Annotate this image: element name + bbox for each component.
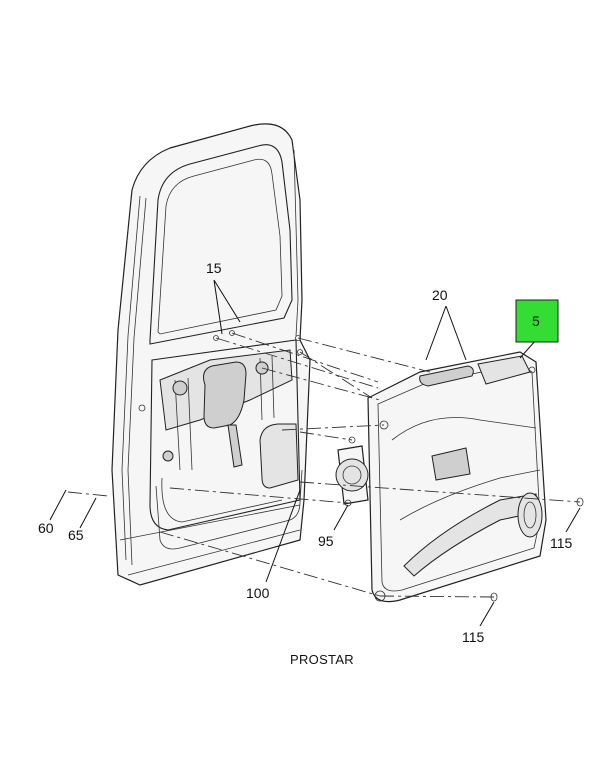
screws (490, 497, 584, 602)
callout-60: 60 (38, 520, 54, 536)
door-trim-panel (367, 351, 547, 603)
callout-115-right: 115 (550, 535, 573, 551)
assembly-lines (67, 332, 581, 598)
callout-100: 100 (246, 585, 270, 601)
callout-5-highlight-box (515, 299, 559, 343)
diagram-caption: PROSTAR (290, 652, 354, 667)
callout-65: 65 (68, 527, 84, 543)
callout-5: 5 (532, 313, 540, 329)
callout-20: 20 (432, 287, 448, 303)
speaker-part (335, 436, 369, 507)
leader-lines (49, 279, 581, 627)
callout-95: 95 (318, 533, 334, 549)
door-frame (111, 123, 311, 586)
callout-15: 15 (206, 260, 222, 276)
callout-115-bottom: 115 (462, 629, 485, 645)
